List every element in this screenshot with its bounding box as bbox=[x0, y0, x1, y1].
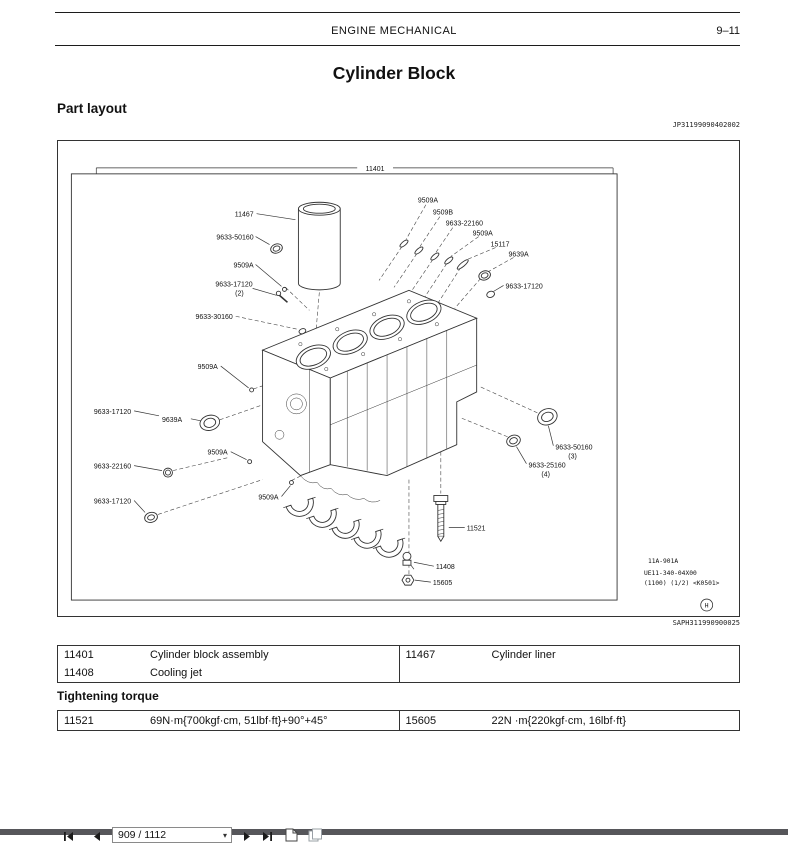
torque-heading: Tightening torque bbox=[57, 689, 159, 703]
plug-drawing bbox=[401, 574, 415, 586]
part-label: 15117 bbox=[491, 242, 510, 249]
viewer-separator-bar bbox=[0, 829, 788, 835]
part-label: 9509A bbox=[473, 231, 494, 238]
part-code: 11401 bbox=[64, 649, 94, 661]
last-page-icon bbox=[263, 832, 272, 841]
bolt-drawing bbox=[433, 495, 449, 543]
part-label: 11408 bbox=[436, 564, 455, 571]
header-top-rule bbox=[55, 12, 740, 13]
part-code: 15605 bbox=[405, 714, 437, 727]
part-label: 9509A bbox=[198, 364, 219, 371]
part-label: 9633-17120 bbox=[506, 283, 543, 290]
leader-lines bbox=[133, 213, 554, 583]
corner-mark-circle bbox=[700, 598, 714, 612]
part-code: 11521 bbox=[64, 714, 94, 727]
part-code: 11408 bbox=[64, 667, 94, 679]
part-label: 11521 bbox=[467, 525, 486, 532]
part-label: 9633-22160 bbox=[446, 221, 483, 228]
figure-ref-line2: UE11-340-04X00 bbox=[644, 570, 697, 577]
chapter-title: Cylinder Block bbox=[332, 63, 456, 83]
figure-ref-line1: 11A-901A bbox=[648, 558, 678, 565]
section-heading: Part layout bbox=[57, 101, 127, 116]
table-row-empty bbox=[400, 664, 740, 682]
corner-mark-letter: H bbox=[705, 603, 709, 610]
torque-value: 22N ·m{220kgf·cm, 16lbf·ft} bbox=[491, 714, 627, 727]
torque-value: 69N·m{700kgf·cm, 51lbf·ft}+90°+45° bbox=[150, 714, 328, 727]
assembly-callout-lines bbox=[95, 167, 614, 174]
part-label: 9639A bbox=[509, 252, 530, 259]
part-label: 9639A bbox=[162, 417, 183, 424]
table-row: 11408 Cooling jet bbox=[58, 664, 399, 682]
part-label: 9633-50160 bbox=[555, 445, 592, 452]
bearing-caps-drawing bbox=[283, 496, 406, 558]
section-title: ENGINE MECHANICAL bbox=[331, 25, 457, 37]
torque-table: 11521 69N·m{700kgf·cm, 51lbf·ft}+90°+45°… bbox=[57, 710, 740, 731]
first-page-button[interactable] bbox=[63, 830, 75, 845]
part-name: Cylinder liner bbox=[491, 649, 556, 661]
part-label: 9509A bbox=[233, 262, 254, 269]
part-label: (4) bbox=[541, 472, 550, 479]
part-label: 9633-30160 bbox=[195, 314, 232, 321]
small-parts-drawing bbox=[144, 239, 558, 523]
cooling-jet-drawing bbox=[402, 551, 415, 570]
part-label: 9509A bbox=[258, 494, 279, 501]
doc-code-bottom: SAPH311990900025 bbox=[672, 619, 740, 627]
diagram-frame bbox=[70, 173, 618, 601]
torque-table-right: 15605 22N ·m{220kgf·cm, 16lbf·ft} bbox=[398, 711, 740, 730]
page-selector[interactable]: 909 / 1112 ▾ bbox=[112, 827, 232, 843]
pages-layout-tool[interactable] bbox=[308, 828, 323, 845]
part-name: Cooling jet bbox=[150, 667, 202, 679]
part-label: 9509B bbox=[433, 210, 454, 217]
parts-table: 11401 Cylinder block assembly 11408 Cool… bbox=[57, 645, 740, 683]
part-label: 9509A bbox=[418, 198, 439, 205]
table-row: 11521 69N·m{700kgf·cm, 51lbf·ft}+90°+45° bbox=[58, 711, 399, 730]
part-diagram: 11401 11467 9633-50160 9509A 9633-17120 … bbox=[70, 166, 720, 612]
figure-ref-line3: (1100) (1/2) <K0501> bbox=[644, 580, 720, 587]
cylinder-liner-drawing bbox=[297, 201, 341, 291]
viewer-toolbar: 909 / 1112 ▾ bbox=[0, 824, 788, 845]
table-row: 15605 22N ·m{220kgf·cm, 16lbf·ft} bbox=[400, 711, 740, 730]
previous-page-button[interactable] bbox=[92, 830, 102, 845]
part-label: 11401 bbox=[366, 166, 385, 173]
next-page-button[interactable] bbox=[242, 830, 252, 845]
table-row: 11467 Cylinder liner bbox=[400, 646, 740, 664]
part-label: 11467 bbox=[235, 212, 254, 219]
parts-table-left: 11401 Cylinder block assembly 11408 Cool… bbox=[58, 646, 399, 682]
torque-table-left: 11521 69N·m{700kgf·cm, 51lbf·ft}+90°+45° bbox=[58, 711, 399, 730]
part-label: 9633-50160 bbox=[216, 235, 253, 242]
page-corner-icon bbox=[285, 828, 298, 842]
page-corner-tool[interactable] bbox=[284, 828, 299, 845]
part-label: (3) bbox=[568, 454, 577, 461]
doc-code-top: JP31199090402002 bbox=[672, 121, 740, 129]
last-page-button[interactable] bbox=[261, 830, 273, 845]
part-label: (2) bbox=[235, 290, 244, 297]
part-label: 9633-25160 bbox=[528, 463, 565, 470]
page-number: 9–11 bbox=[716, 25, 740, 37]
parts-table-right: 11467 Cylinder liner bbox=[398, 646, 740, 682]
dropdown-caret-icon[interactable]: ▾ bbox=[222, 830, 227, 840]
previous-page-icon bbox=[94, 832, 100, 841]
part-name: Cylinder block assembly bbox=[150, 649, 269, 661]
part-label: 9633-17120 bbox=[215, 281, 252, 288]
part-label: 9633-17120 bbox=[94, 498, 131, 505]
part-label: 9509A bbox=[208, 450, 229, 457]
part-label: 9633-17120 bbox=[94, 409, 131, 416]
header-bottom-rule bbox=[55, 45, 740, 46]
part-layout-figure: 11401 11467 9633-50160 9509A 9633-17120 … bbox=[57, 140, 740, 617]
part-label: 15605 bbox=[433, 580, 453, 587]
part-label: 9633-22160 bbox=[94, 464, 131, 471]
table-row: 11401 Cylinder block assembly bbox=[58, 646, 399, 664]
cylinder-block-drawing bbox=[261, 289, 478, 503]
pages-layout-icon bbox=[308, 828, 322, 842]
page-indicator: 909 / 1112 bbox=[118, 829, 167, 841]
next-page-icon bbox=[244, 832, 250, 841]
first-page-icon bbox=[64, 832, 73, 841]
part-code: 11467 bbox=[405, 649, 436, 661]
